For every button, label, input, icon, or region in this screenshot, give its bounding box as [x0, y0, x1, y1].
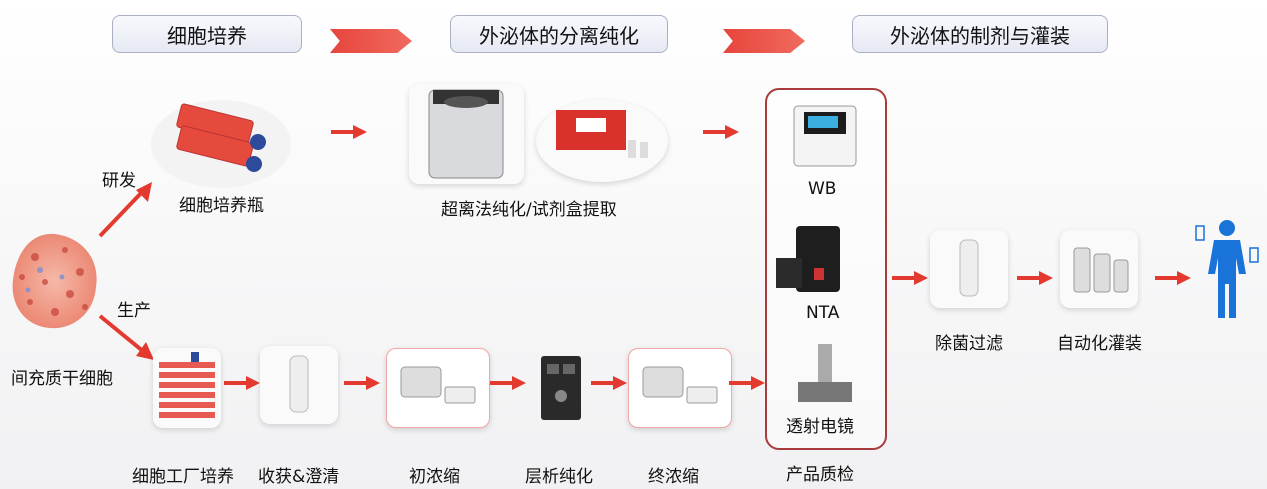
rd-arrow-1 — [331, 125, 367, 139]
final-step-label: 除菌过滤 — [935, 334, 1003, 354]
prod-step-label: 细胞工厂培养 — [132, 467, 234, 487]
prod-arrow-4 — [591, 376, 627, 390]
stage-formulation: 外泌体的制剂与灌装 — [852, 15, 1108, 53]
cell-factory-image — [153, 348, 221, 428]
vial-filling-image — [1060, 230, 1138, 308]
prod-arrow-1 — [224, 376, 260, 390]
stage-label: 细胞培养 — [167, 23, 247, 48]
branch-label-production: 生产 — [117, 301, 151, 321]
stage-chevron-2 — [723, 29, 805, 53]
source-label: 间充质干细胞 — [11, 369, 113, 389]
tem-instrument-image — [792, 342, 858, 406]
stem-cell-image — [10, 232, 100, 332]
rd-arrow-2 — [703, 125, 739, 139]
final-arrow-3 — [1155, 271, 1191, 285]
qc-item-label: WB — [808, 179, 837, 199]
prod-arrow-2 — [344, 376, 380, 390]
wb-instrument-image — [790, 100, 860, 172]
stage-chevron-1 — [330, 29, 412, 53]
branch-label-rd: 研发 — [102, 171, 136, 191]
purification-label: 超离法纯化/试剂盒提取 — [441, 200, 617, 220]
prod-step-label: 终浓缩 — [648, 467, 699, 487]
qc-item-label: NTA — [806, 303, 840, 323]
flask-image — [150, 84, 292, 190]
prod-step-label: 初浓缩 — [409, 467, 460, 487]
prod-arrow-5 — [729, 376, 765, 390]
final-arrow-1 — [892, 271, 928, 285]
branch-arrow-production — [96, 312, 158, 364]
prod-step-label: 层析纯化 — [525, 467, 593, 487]
flask-label: 细胞培养瓶 — [179, 196, 264, 216]
stage-label: 外泌体的制剂与灌装 — [890, 23, 1070, 48]
prod-step-label: 收获&澄清 — [258, 467, 340, 487]
reagent-kit-image — [536, 100, 668, 182]
patient-icon — [1192, 218, 1262, 322]
sterile-filter-image — [930, 230, 1008, 308]
tff-system-image-2 — [628, 348, 732, 428]
final-arrow-2 — [1017, 271, 1053, 285]
harvest-filter-image — [260, 346, 338, 424]
stage-isolation: 外泌体的分离纯化 — [450, 15, 668, 53]
tff-system-image-1 — [386, 348, 490, 428]
stage-label: 外泌体的分离纯化 — [479, 23, 639, 48]
final-step-label: 自动化灌装 — [1057, 334, 1142, 354]
qc-title: 产品质检 — [786, 465, 854, 485]
ultracentrifuge-image — [409, 84, 524, 184]
stage-cell-culture: 细胞培养 — [112, 15, 302, 53]
branch-arrow-rd — [96, 178, 156, 240]
qc-item-label: 透射电镜 — [786, 417, 854, 437]
chromatography-image — [537, 352, 585, 424]
nta-instrument-image — [770, 222, 854, 296]
prod-arrow-3 — [490, 376, 526, 390]
